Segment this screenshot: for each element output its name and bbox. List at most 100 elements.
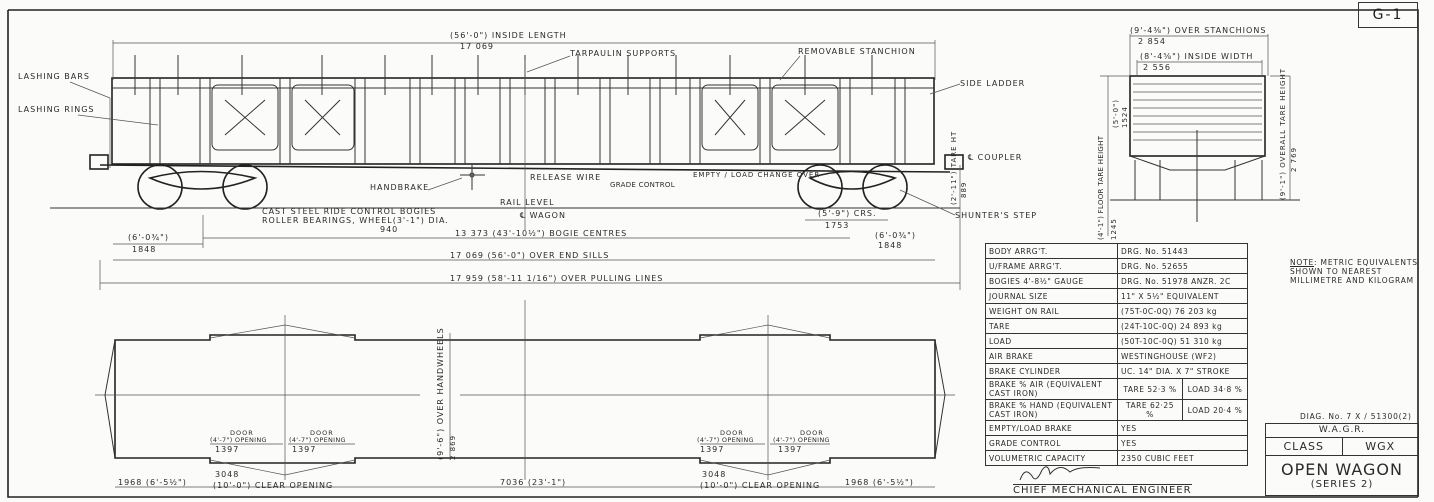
spec-label: LOAD xyxy=(985,333,1118,349)
drawing-label: 1397 xyxy=(292,445,316,454)
side-elevation-dimensions: (56'-0") INSIDE LENGTH 17 069 LASHING BA… xyxy=(18,31,1037,290)
drawing-label: SIDE LADDER xyxy=(960,79,1025,88)
spec-label: BRAKE % HAND (EQUIVALENT CAST IRON) xyxy=(985,399,1118,421)
drawing-label: 1397 xyxy=(778,445,802,454)
drawing-label: 3048 xyxy=(215,470,239,479)
drawing-label: 2 854 xyxy=(1138,37,1166,46)
drawing-label: (8'-4⅝") INSIDE WIDTH xyxy=(1140,52,1253,61)
signatory-title: CHIEF MECHANICAL ENGINEER xyxy=(1013,484,1192,496)
drawing-label: LASHING BARS xyxy=(18,72,90,81)
drawing-label: 1397 xyxy=(700,445,724,454)
spec-row: WEIGHT ON RAIL(75T-0C-0Q) 76 203 kg xyxy=(985,303,1248,319)
drawing-label: 17 959 (58'-11 1/16") OVER PULLING LINES xyxy=(450,274,663,283)
spec-label: BRAKE % AIR (EQUIVALENT CAST IRON) xyxy=(985,378,1118,400)
spec-tare: TARE 52·3 % xyxy=(1117,378,1183,400)
spec-label: BODY ARRG'T. xyxy=(985,243,1118,259)
drawing-label: TARPAULIN SUPPORTS xyxy=(569,49,676,58)
drawing-label: (9'-4⅜") OVER STANCHIONS xyxy=(1130,26,1266,35)
drawing-label: 1968 (6'-5½") xyxy=(118,478,187,487)
drawing-label: DOOR xyxy=(720,429,744,437)
spec-row: BRAKE % HAND (EQUIVALENT CAST IRON)TARE … xyxy=(985,399,1248,421)
spec-value: (24T-10C-0Q) 24 893 kg xyxy=(1117,318,1248,334)
drawing-label: 1968 (6'-5½") xyxy=(845,478,914,487)
drawing-label: (4'-7") OPENING xyxy=(697,436,754,444)
drawing-label: 2 869 xyxy=(449,435,457,460)
spec-row: BRAKE % AIR (EQUIVALENT CAST IRON)TARE 5… xyxy=(985,378,1248,400)
drawing-label: ROLLER BEARINGS, WHEEL(3'-1") DIA. xyxy=(262,216,449,225)
drawing-label: (4'-1") FLOOR TARE HEIGHT xyxy=(1097,135,1105,240)
drawing-label: (4'-7") OPENING xyxy=(773,436,830,444)
spec-value: YES xyxy=(1117,435,1248,451)
end-elevation: (9'-4⅜") OVER STANCHIONS 2 854 (8'-4⅝") … xyxy=(1097,26,1300,240)
drawing-label: (4'-7") OPENING xyxy=(210,436,267,444)
drawing-label: 1524 xyxy=(1121,106,1129,128)
metric-note: NOTE: METRIC EQUIVALENTS SHOWN TO NEARES… xyxy=(1290,258,1430,285)
drawing-label: (2'-11") TARE HT xyxy=(950,131,958,205)
drawing-label: (6'-0¾") xyxy=(875,231,916,240)
signature xyxy=(1019,466,1101,481)
drawing-label: (9'-1") OVERALL TARE HEIGHT xyxy=(1279,68,1287,200)
drawing-label: GRADE CONTROL xyxy=(610,181,675,189)
drawing-label: 1753 xyxy=(825,221,849,230)
spec-label: TARE xyxy=(985,318,1118,334)
drawing-label: DOOR xyxy=(800,429,824,437)
drawing-label: DOOR xyxy=(310,429,334,437)
drawing-label: LASHING RINGS xyxy=(18,105,94,114)
spec-label: JOURNAL SIZE xyxy=(985,288,1118,304)
drawing-label: 1848 xyxy=(132,245,156,254)
spec-label: U/FRAME ARRG'T. xyxy=(985,258,1118,274)
spec-row: TARE(24T-10C-0Q) 24 893 kg xyxy=(985,318,1248,334)
drawing-label: (9'-6") OVER HANDWHEELS xyxy=(436,327,445,460)
side-elevation xyxy=(50,55,964,230)
spec-row: U/FRAME ARRG'T.DRG. No. 52655 xyxy=(985,258,1248,274)
wagon-series: (SERIES 2) xyxy=(1310,479,1374,490)
note-heading: NOTE xyxy=(1290,258,1315,267)
drawing-label: 1397 xyxy=(215,445,239,454)
spec-row: BODY ARRG'T.DRG. No. 51443 xyxy=(985,243,1248,259)
drawing-label: (5'-9") CRS. xyxy=(818,209,877,218)
drawing-label: ℄ COUPLER xyxy=(968,153,1022,162)
drawing-label: (56'-0") INSIDE LENGTH xyxy=(450,31,567,40)
drawing-label: (10'-0") CLEAR OPENING xyxy=(213,481,333,490)
drawing-label: (10'-0") CLEAR OPENING xyxy=(700,481,820,490)
spec-tare: TARE 62·25 % xyxy=(1117,399,1183,421)
wagon-name: OPEN WAGON xyxy=(1281,460,1403,479)
spec-row: LOAD(50T-10C-0Q) 51 310 kg xyxy=(985,333,1248,349)
drawing-label: CAST STEEL RIDE CONTROL BOGIES xyxy=(262,207,436,216)
spec-label: BRAKE CYLINDER xyxy=(985,363,1118,379)
spec-value: (50T-10C-0Q) 51 310 kg xyxy=(1117,333,1248,349)
class-value: WGX xyxy=(1365,440,1396,453)
plan-view: (9'-6") OVER HANDWHEELS 2 869 DOOR (4'-7… xyxy=(95,300,955,490)
drawing-label: 17 069 (56'-0") OVER END SILLS xyxy=(450,251,609,260)
sheet-number: G-1 xyxy=(1358,2,1418,28)
spec-label: EMPTY/LOAD BRAKE xyxy=(985,420,1118,436)
title-block: W.A.G.R. CLASS WGX OPEN WAGON (SERIES 2) xyxy=(1265,423,1419,496)
spec-label: AIR BRAKE xyxy=(985,348,1118,364)
drawing-label: ℄ WAGON xyxy=(520,211,566,220)
organisation: W.A.G.R. xyxy=(1266,424,1418,438)
drawing-label: 3048 xyxy=(702,470,726,479)
spec-value: 11" X 5½" EQUIVALENT xyxy=(1117,288,1248,304)
drawing-label: (4'-7") OPENING xyxy=(289,436,346,444)
drawing-label: EMPTY / LOAD CHANGE OVER xyxy=(693,171,820,179)
spec-load: LOAD 34·8 % xyxy=(1182,378,1248,400)
spec-label: GRADE CONTROL xyxy=(985,435,1118,451)
drawing-label: SHUNTER'S STEP xyxy=(955,211,1037,220)
drawing-label: 17 069 xyxy=(460,42,494,51)
spec-value: UC. 14" DIA. X 7" STROKE xyxy=(1117,363,1248,379)
class-label: CLASS xyxy=(1266,438,1343,455)
drawing-label: REMOVABLE STANCHION xyxy=(798,47,916,56)
drawing-label: 940 xyxy=(380,225,398,234)
spec-value: DRG. No. 52655 xyxy=(1117,258,1248,274)
drawing-label: 1245 xyxy=(1110,218,1118,240)
drawing-label: DOOR xyxy=(230,429,254,437)
drawing-label: 2 769 xyxy=(1290,147,1298,172)
spec-value: YES xyxy=(1117,420,1248,436)
